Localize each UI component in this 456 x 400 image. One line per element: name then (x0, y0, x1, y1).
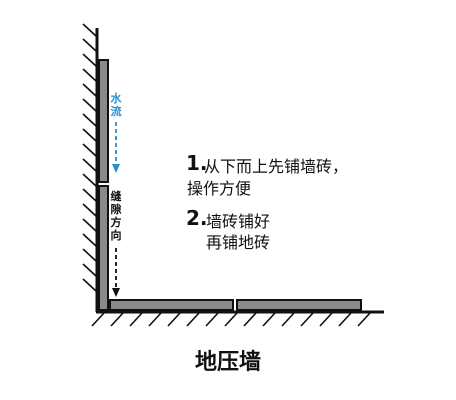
wall-hatch-line (82, 248, 97, 262)
floor-tile-left (109, 299, 234, 311)
wall-hatch-line (82, 263, 97, 277)
floor-hatch-line (319, 312, 333, 327)
wall-hatch-line (82, 173, 97, 187)
wall-hatch-line (82, 38, 97, 52)
wall-hatch-line (82, 188, 97, 202)
step1-line2: 操作方便 (187, 179, 252, 198)
wall-hatch-line (82, 23, 97, 37)
floor-hatch-line (281, 312, 295, 327)
floor-hatch-line (262, 312, 276, 327)
floor-hatch-line (129, 312, 143, 327)
wall-hatch-line (82, 98, 97, 112)
wall-hatch-line (82, 53, 97, 67)
wall-hatch-line (82, 68, 97, 82)
wall-hatch-line (82, 278, 97, 292)
floor-hatch-line (243, 312, 257, 327)
wall-hatch-line (82, 233, 97, 247)
floor-hatch-line (110, 312, 124, 327)
floor-hatch-line (148, 312, 162, 327)
floor-hatch-line (205, 312, 219, 327)
floor-hatch-line (357, 312, 371, 327)
step1-number: 1. (186, 151, 208, 175)
step2-line1: 墙砖铺好 (206, 212, 271, 231)
floor-hatch-line (224, 312, 238, 327)
wall-tile-lower (98, 185, 109, 311)
floor-tile-right (236, 299, 362, 311)
wall-hatch-line (82, 143, 97, 157)
wall-hatch-line (82, 128, 97, 142)
wall-hatch-line (82, 113, 97, 127)
floor-hatch-line (167, 312, 181, 327)
wall-hatch-line (82, 203, 97, 217)
floor-hatch-line (186, 312, 200, 327)
floor-hatching (91, 312, 371, 327)
wall-hatch-line (82, 158, 97, 172)
wall-tile-upper (98, 59, 109, 183)
wall-hatch-line (82, 218, 97, 232)
joint-direction-arrowhead (112, 288, 120, 297)
joint-direction-label: 缝隙方向 (110, 190, 122, 242)
water-flow-label: 水流 (110, 92, 122, 118)
wall-hatch-line (82, 83, 97, 97)
diagram-caption: 地压墙 (194, 350, 261, 375)
step2-number: 2. (186, 206, 208, 230)
step1-line1: 从下而上先铺墙砖， (204, 157, 349, 176)
wall-hatching (82, 23, 97, 292)
water-flow-arrowhead (112, 164, 120, 173)
step2-line2: 再铺地砖 (206, 233, 271, 252)
floor-hatch-line (300, 312, 314, 327)
floor-hatch-line (338, 312, 352, 327)
floor-hatch-line (91, 312, 105, 327)
